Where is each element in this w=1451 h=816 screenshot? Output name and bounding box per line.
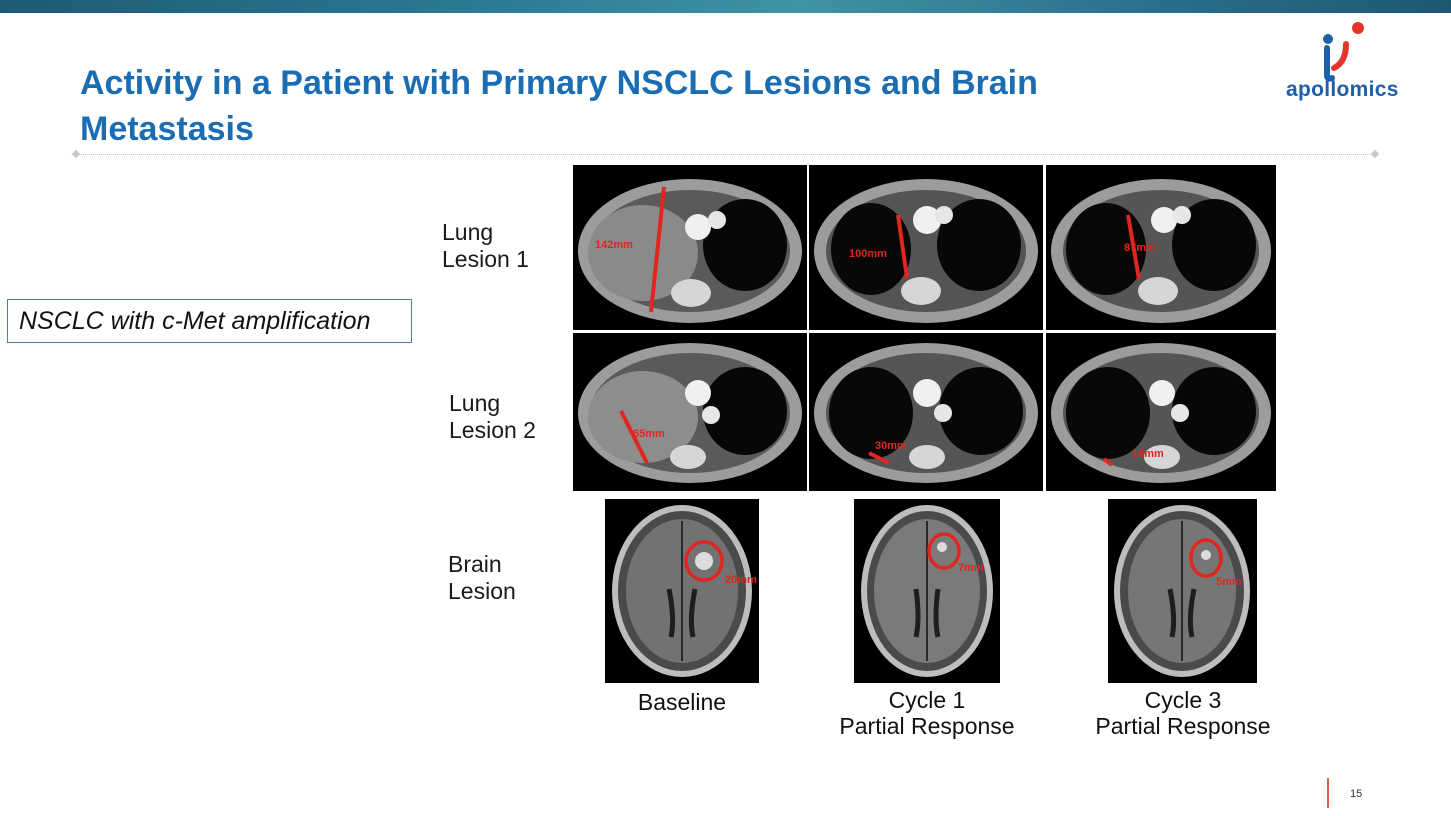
measure-brain-baseline: 20mm [725, 574, 757, 586]
title-divider [76, 154, 1376, 155]
column-label-baseline: Baseline [637, 689, 727, 715]
ct-scan-lung1-baseline: 142mm [573, 165, 807, 330]
divider-end-left [71, 149, 81, 159]
divider-end-right [1370, 149, 1380, 159]
column-label-cycle3: Cycle 3 Partial Response [1095, 687, 1271, 739]
mri-scan-brain-cycle1: 7mm [854, 499, 1000, 683]
ct-scan-lung2-baseline: 65mm [573, 333, 807, 491]
top-banner [0, 0, 1451, 13]
diagnosis-callout: NSCLC with c-Met amplification [7, 299, 412, 343]
row-label-lung-lesion-1: Lung Lesion 1 [442, 219, 529, 272]
mri-scan-brain-baseline: 20mm [605, 499, 759, 683]
ct-scan-lung2-cycle3: 18mm [1046, 333, 1276, 491]
measure-brain-cycle1: 7mm [958, 562, 984, 574]
measure-lung1-cycle1: 100mm [849, 248, 887, 260]
row-label-lung-lesion-2: Lung Lesion 2 [449, 390, 536, 443]
logo-wordmark: apollomics [1286, 78, 1399, 101]
measure-lung2-cycle1: 30mm [875, 440, 907, 452]
page-number-bar [1327, 778, 1329, 808]
measure-brain-cycle3: 5mm [1216, 576, 1242, 588]
ct-scan-lung1-cycle3: 87mm [1046, 165, 1276, 330]
row-label-brain-lesion: Brain Lesion [448, 551, 516, 604]
page-number: 15 [1350, 788, 1363, 800]
apollomics-logo-icon [1323, 22, 1364, 82]
ct-scan-lung2-cycle1: 30mm [809, 333, 1043, 491]
column-label-cycle1: Cycle 1 Partial Response [839, 687, 1015, 739]
measure-lung2-baseline: 65mm [633, 428, 665, 440]
measure-lung1-cycle3: 87mm [1124, 242, 1156, 254]
ct-scan-lung1-cycle1: 100mm [809, 165, 1043, 330]
mri-scan-brain-cycle3: 5mm [1108, 499, 1257, 683]
measure-lung2-cycle3: 18mm [1132, 448, 1164, 460]
slide-title: Activity in a Patient with Primary NSCLC… [80, 64, 1038, 148]
measure-lung1-baseline: 142mm [595, 239, 633, 251]
